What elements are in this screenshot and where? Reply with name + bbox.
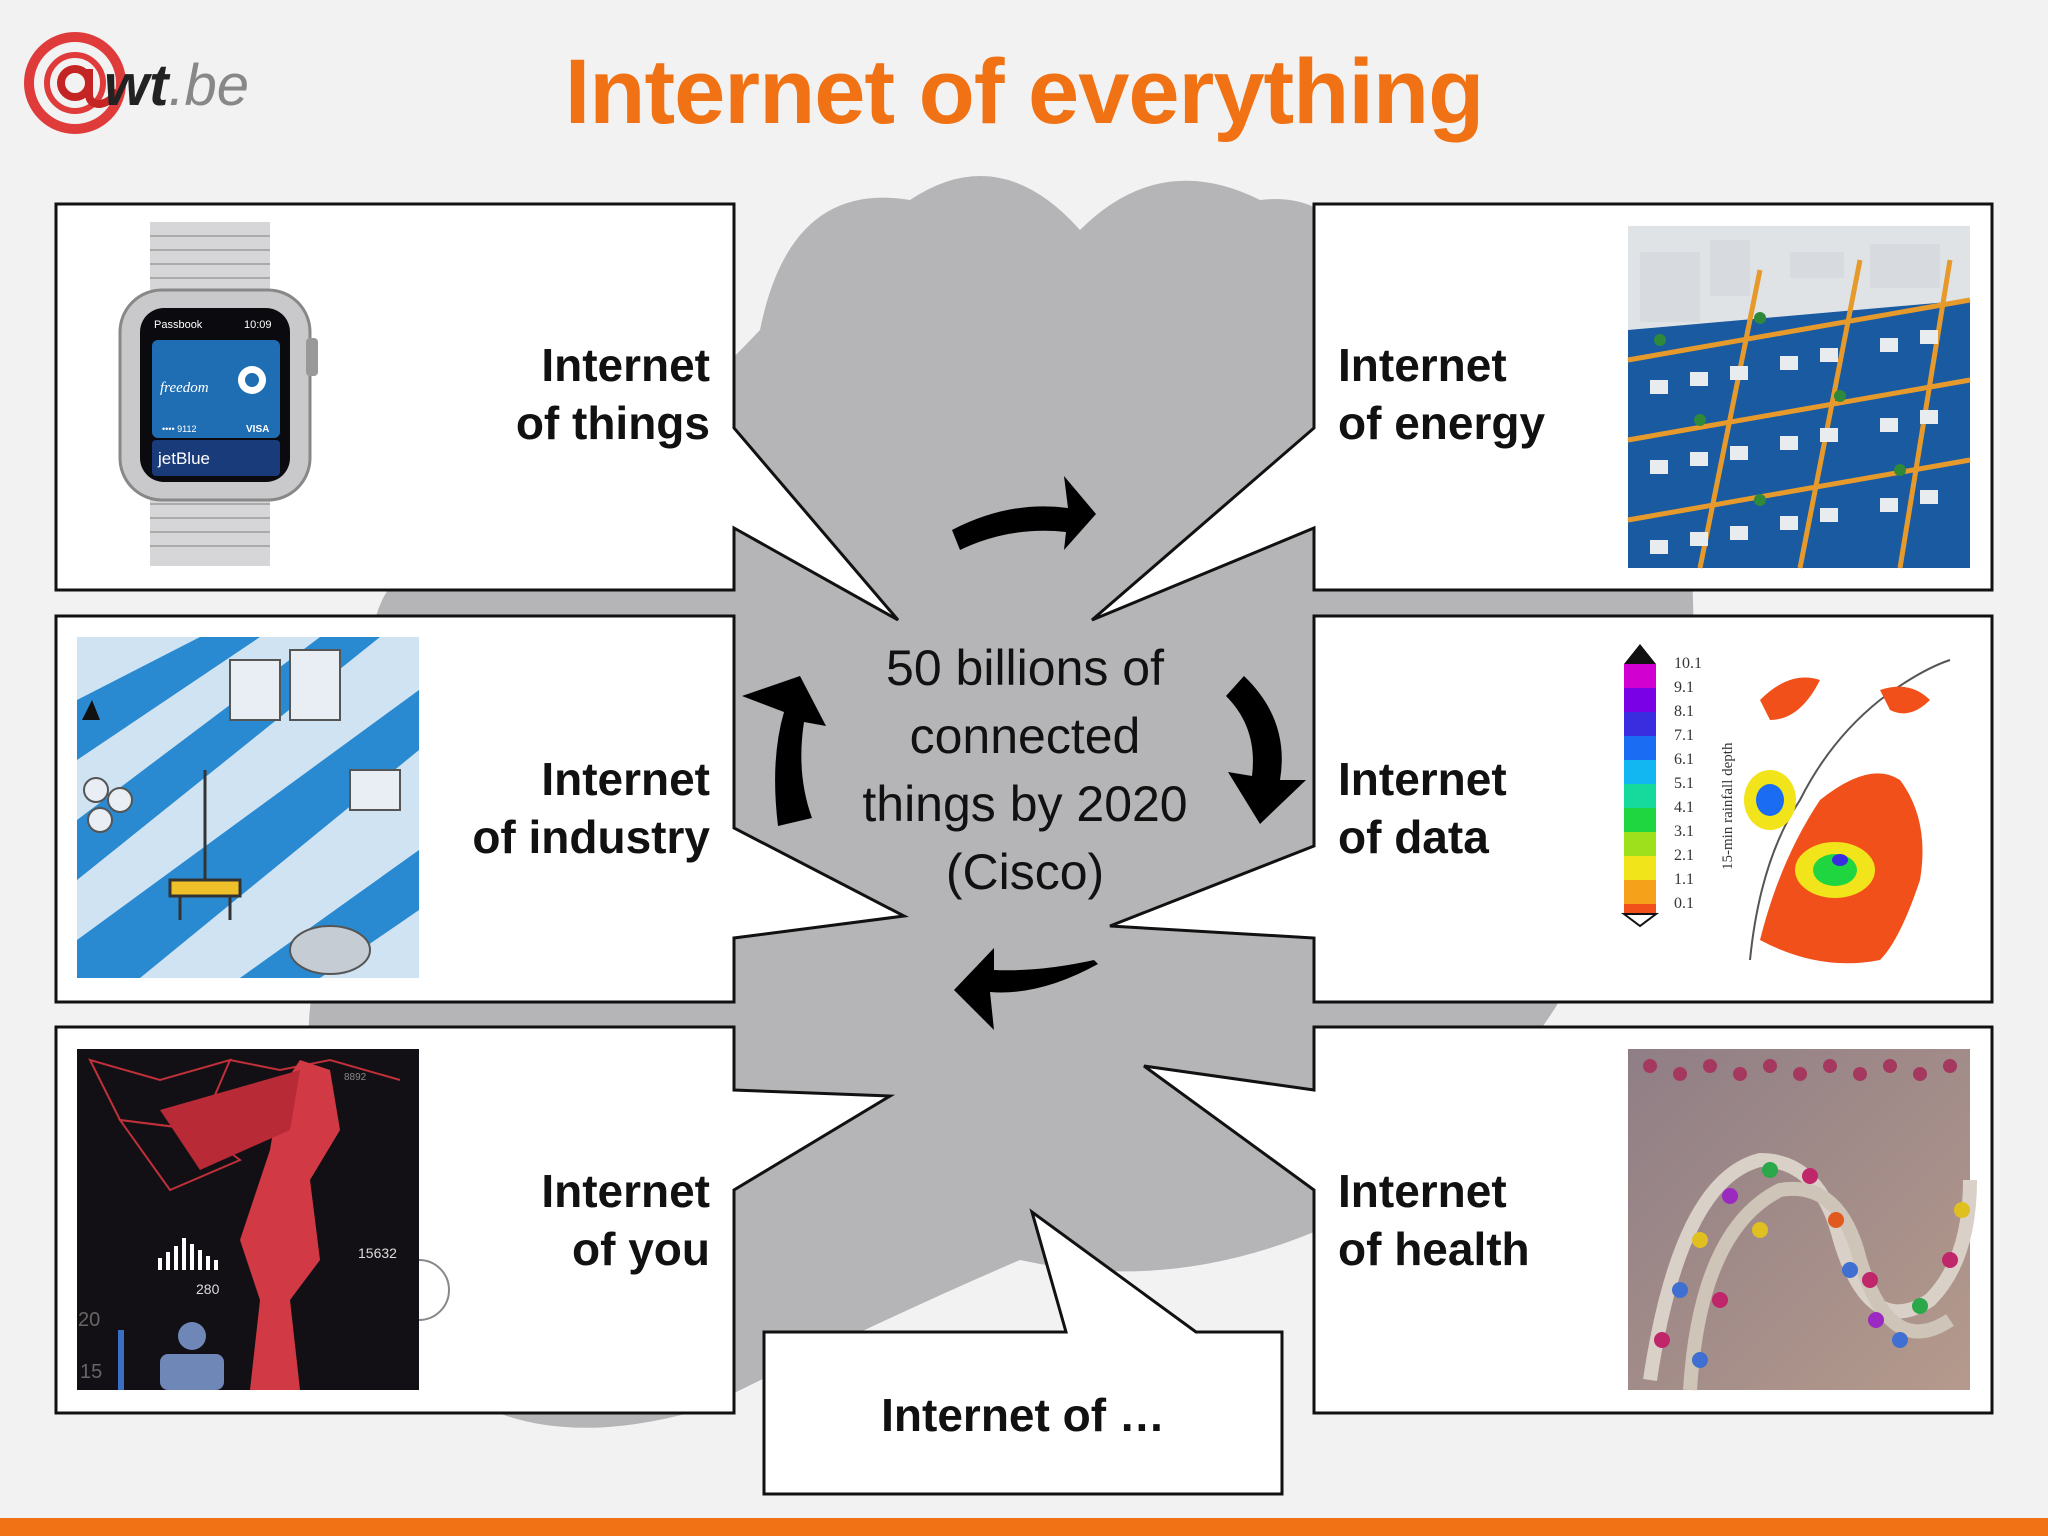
scale-value-0: 0.1 [1674,895,1694,912]
label-you-line1: Internet [541,1165,710,1217]
fitness-value-e: 8892 [344,1072,367,1083]
label-energy-line1: Internet [1338,339,1507,391]
awt-logo: wt.be [20,28,290,138]
label-internet-of-data: Internet of data [1338,750,1598,866]
at-sign-logo-icon [24,32,126,134]
arrow-left-icon [742,676,826,826]
label-you-line2: of you [572,1223,710,1275]
label-things-line2: of things [515,397,710,449]
label-things-line1: Internet [541,339,710,391]
scale-value-5: 5.1 [1674,775,1694,792]
bottom-accent-bar [0,1518,2048,1536]
dna-helix-image [1628,1049,1977,1391]
logo-wordmark-suffix: .be [168,53,250,118]
scale-value-7: 7.1 [1674,727,1694,744]
arrow-bottom-icon [954,948,1098,1030]
smartwatch-image: Passbook 10:09 freedom •••• 9112 VISA je… [118,222,318,566]
scale-value-3: 3.1 [1674,823,1694,840]
watch-card-number: •••• 9112 [162,424,196,434]
center-line-3: things by 2020 [862,776,1188,832]
scale-value-4: 4.1 [1674,799,1694,816]
label-energy-line2: of energy [1338,397,1546,449]
center-line-2: connected [909,708,1141,764]
scale-value-9: 9.1 [1674,679,1694,696]
label-internet-of-energy: Internet of energy [1338,336,1598,452]
label-data-line2: of data [1338,811,1489,863]
label-data-line1: Internet [1338,753,1507,805]
fitness-value-a: 15632 [358,1245,397,1261]
label-health-line2: of health [1338,1223,1530,1275]
center-statement: 50 billions of connected things by 2020 … [800,634,1250,906]
label-industry-line1: Internet [541,753,710,805]
logo-wordmark-bold: wt [104,53,169,118]
scale-value-2: 2.1 [1674,847,1694,864]
label-industry-line2: of industry [472,811,710,863]
scale-value-8: 8.1 [1674,703,1694,720]
label-internet-of-more: Internet of … [881,1389,1165,1441]
fitness-value-d: 15 [80,1361,102,1383]
watch-app-name: Passbook [154,319,203,331]
page-title: Internet of everything [564,41,1485,143]
industry-illustration-image [77,637,419,978]
label-internet-of-things: Internet of things [440,336,710,452]
label-internet-of-industry: Internet of industry [430,750,710,866]
scale-value-10: 10.1 [1674,655,1702,672]
fitness-value-b: 280 [196,1281,220,1297]
rainfall-map-image: 10.1 9.1 8.1 7.1 6.1 5.1 4.1 3.1 2.1 1.1… [1616,640,1960,978]
watch-time: 10:09 [244,319,272,331]
panel-more-box [762,1208,1284,1496]
cycle-arrows [742,476,1306,1030]
watch-card-brand: freedom [160,380,209,396]
label-internet-of-you: Internet of you [440,1162,710,1278]
label-internet-of-health: Internet of health [1338,1162,1598,1278]
fitness-tracker-image: 280 15632 20 15 8892 [77,1049,450,1390]
arrow-top-icon [952,476,1096,550]
arrow-right-icon [1226,676,1306,824]
rainfall-axis-label: 15-min rainfall depth [1720,742,1736,870]
rainfall-color-scale [1621,644,1659,928]
scale-value-1: 1.1 [1674,871,1694,888]
watch-pass-name: jetBlue [157,449,210,468]
center-line-4: (Cisco) [945,844,1105,900]
scale-value-6: 6.1 [1674,751,1694,768]
fitness-value-c: 20 [78,1309,100,1331]
center-line-1: 50 billions of [886,640,1164,696]
logo-wordmark: wt.be [104,52,249,119]
watch-card-network: VISA [246,424,269,435]
label-health-line1: Internet [1338,1165,1507,1217]
smart-grid-city-image [1627,226,1971,569]
